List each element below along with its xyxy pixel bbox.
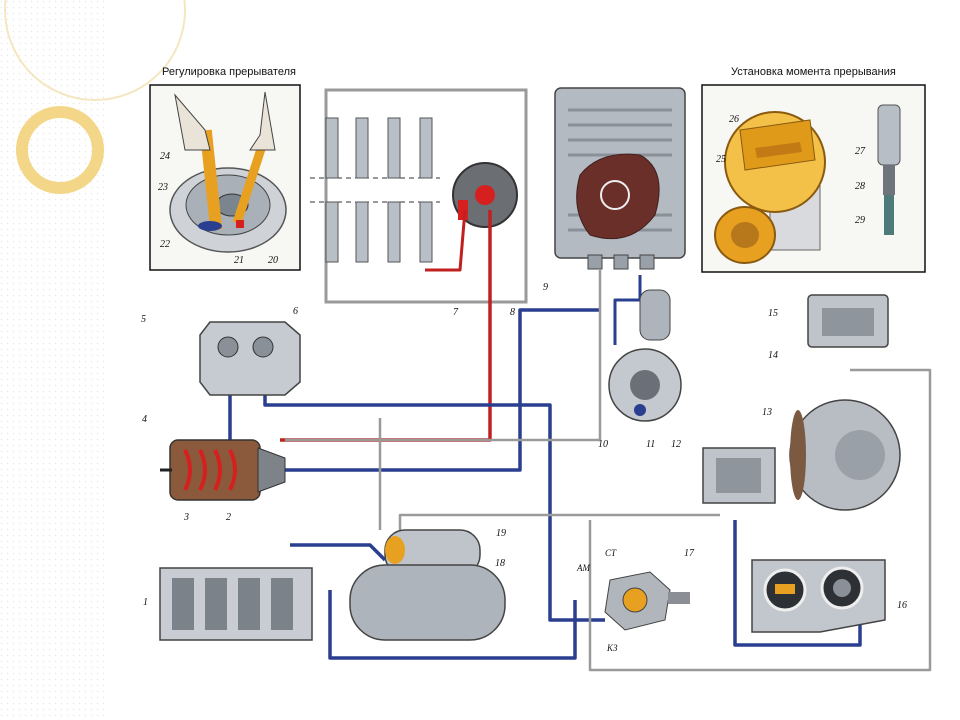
label-4: 4	[142, 414, 147, 425]
label-23: 23	[158, 182, 168, 193]
label-3: 3	[183, 512, 189, 523]
decorative-arc	[4, 0, 186, 101]
label-25: 25	[716, 154, 726, 165]
caption-breaker-adjustment: Регулировка прерывателя	[162, 66, 296, 78]
label-10: 10	[598, 439, 608, 450]
label-20: 20	[268, 255, 278, 266]
label-17: 17	[684, 548, 695, 559]
label-8: 8	[510, 307, 515, 318]
generator-14	[789, 399, 901, 511]
voltage-regulator-15	[807, 294, 889, 348]
label-6: 6	[293, 306, 298, 317]
callout-labels: 1 2 3 4 5 6 7 8 9 10 11 12 13 14 15 16 1…	[141, 114, 907, 653]
switch-unit-5	[199, 321, 301, 396]
label-7: 7	[453, 307, 459, 318]
label-12: 12	[671, 439, 681, 450]
label-am: АМ	[576, 563, 590, 573]
label-14: 14	[768, 350, 778, 361]
relay-13	[702, 447, 776, 504]
spark-plug-bank	[310, 88, 528, 304]
ignition-switch-17	[604, 571, 690, 631]
label-9: 9	[543, 282, 548, 293]
label-15: 15	[768, 308, 778, 319]
label-5: 5	[141, 314, 146, 325]
label-21: 21	[234, 255, 244, 266]
label-19: 19	[496, 528, 506, 539]
breaking-moment-inset	[701, 84, 926, 273]
starter-motor	[349, 529, 506, 641]
label-26: 26	[729, 114, 739, 125]
caption-breaking-moment: Установка момента прерывания	[731, 66, 896, 78]
instrument-panel-16	[751, 559, 886, 633]
label-29: 29	[855, 215, 865, 226]
breaker-adjustment-inset	[149, 84, 301, 271]
label-2: 2	[226, 512, 231, 523]
distributor-cap	[452, 162, 518, 228]
ignition-coil-4	[160, 439, 286, 501]
decorative-ring	[16, 106, 104, 194]
label-24: 24	[160, 151, 170, 162]
distributor-10	[608, 289, 682, 422]
label-28: 28	[855, 181, 865, 192]
label-27: 27	[855, 146, 866, 157]
label-1: 1	[143, 597, 148, 608]
label-13: 13	[762, 407, 772, 418]
label-kz: КЗ	[606, 643, 618, 653]
label-18: 18	[495, 558, 505, 569]
fuse-box-1	[159, 567, 313, 641]
label-22: 22	[160, 239, 170, 250]
label-st: СТ	[605, 548, 617, 558]
control-unit-9	[554, 87, 686, 270]
label-11: 11	[646, 439, 655, 450]
label-16: 16	[897, 600, 907, 611]
